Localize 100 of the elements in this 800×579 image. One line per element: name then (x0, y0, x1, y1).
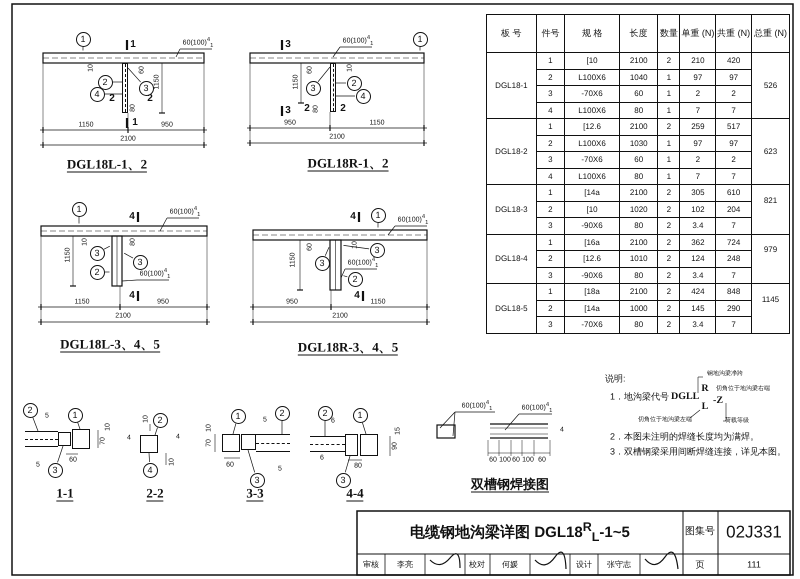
table-cell: 517 (716, 118, 752, 135)
leader-line (343, 245, 370, 250)
table-cell: 2 (536, 300, 564, 316)
table-cell: 2 (658, 267, 680, 284)
leader-line (78, 216, 80, 224)
table-cell: 1145 (752, 284, 790, 333)
code-letter: -Z (713, 396, 723, 406)
table-cell: 2 (536, 201, 564, 218)
callout-number: 1 (370, 208, 386, 222)
callout-number: 2 (274, 406, 290, 420)
table-cell: 1 (658, 102, 680, 118)
leader-line (324, 246, 330, 256)
leader-line (82, 46, 84, 51)
drawing-title: DGL18L-3、4、5 (60, 338, 160, 352)
table-cell: L100X6 (564, 168, 620, 184)
drawing-title: DGL18R-1、2 (308, 156, 388, 172)
callout-number: 1 (76, 32, 90, 46)
callout-number: 3 (48, 462, 62, 478)
callout-number: 3 (138, 80, 154, 96)
table-cell: 2 (658, 184, 680, 201)
table-header-cell: 总重 (N) (752, 14, 790, 52)
callout-number: 1 (68, 408, 82, 422)
title-block-text: 页 (696, 560, 704, 570)
section-mark-number: 4 (354, 291, 360, 301)
callout-number: 1 (412, 32, 428, 46)
leader-line (32, 417, 38, 432)
table-cell: 102 (680, 201, 716, 218)
table-header-cell: 数量 (658, 14, 680, 52)
table-header-cell: 长度 (620, 14, 658, 52)
channel-section (310, 436, 345, 452)
table-cell: 7 (680, 102, 716, 118)
table-cell: 2 (658, 300, 680, 316)
note-text: 说明: (605, 374, 626, 384)
callout-number: 3 (132, 254, 148, 270)
table-cell: DGL18-3 (486, 184, 536, 234)
table-cell: 1000 (620, 300, 658, 316)
section-mark-number: 1 (132, 118, 138, 128)
table-cell: 4 (536, 168, 564, 184)
callout-number: 3 (314, 256, 330, 270)
channel-section (256, 434, 290, 452)
table-cell: 3.4 (680, 218, 716, 234)
table-cell: 7 (680, 168, 716, 184)
drawing-title: 电缆钢地沟梁详图 DGL18$^{R}$$_{L}$-1~5 (410, 520, 630, 544)
table-cell: DGL18-1 (486, 52, 536, 118)
table-cell: DGL18-4 (486, 234, 536, 284)
table-header-cell: 规 格 (564, 14, 620, 52)
table-cell: 80 (620, 267, 658, 284)
table-cell: 1 (658, 86, 680, 102)
title-block-text: 111 (747, 560, 761, 570)
callout-number: 1 (230, 408, 246, 424)
leader-line (124, 252, 134, 258)
table-cell: 2 (680, 152, 716, 168)
table-cell: 2 (536, 135, 564, 152)
table-cell: 1 (658, 152, 680, 168)
table-cell: 1 (658, 168, 680, 184)
table-cell: 1040 (620, 69, 658, 86)
table-cell: 526 (752, 52, 790, 118)
code-letter: L (702, 402, 708, 412)
table-cell: 2 (658, 284, 680, 300)
title-block-text: 张守志 (607, 561, 631, 569)
table-cell: L100X6 (564, 135, 620, 152)
section-mark-number: 2 (109, 94, 115, 104)
leader-line (362, 422, 366, 434)
table-cell: 80 (620, 316, 658, 333)
callout-number: 3 (370, 242, 384, 258)
table-cell: 80 (620, 102, 658, 118)
table-cell: 424 (680, 284, 716, 300)
table-cell: -70X6 (564, 86, 620, 102)
leader-line (128, 68, 141, 82)
table-cell: 2 (658, 52, 680, 69)
drawing-title: 2-2 (146, 486, 164, 502)
title-block-text: 设计 (576, 561, 592, 569)
note-text: 1．地沟梁代号 (610, 392, 670, 402)
callout-number: 1 (72, 202, 86, 216)
table-cell: 97 (680, 135, 716, 152)
table-cell: 2 (658, 218, 680, 234)
plate-section (345, 434, 358, 456)
beam-section (360, 434, 378, 456)
table-cell: 3.4 (680, 267, 716, 284)
table-cell: -90X6 (564, 267, 620, 284)
plate-section (241, 434, 256, 450)
table-cell: 2 (658, 118, 680, 135)
table-cell: 3 (536, 152, 564, 168)
callout-number: 2 (90, 264, 104, 280)
table-cell: 2100 (620, 52, 658, 69)
callout-number: 3 (250, 472, 264, 488)
callout-number: 2 (22, 402, 38, 418)
section-mark-number: 3 (285, 106, 291, 116)
table-cell: 623 (752, 118, 790, 184)
callout-number: 4 (356, 88, 370, 104)
callout-number: 2 (346, 76, 362, 90)
drawing-title: 双槽钢焊接图 (471, 478, 549, 492)
leader-line (336, 82, 346, 84)
table-cell: 1010 (620, 250, 658, 267)
table-cell: [16a (564, 234, 620, 250)
table-cell: 2 (536, 250, 564, 267)
beam-section (222, 434, 240, 452)
leader-line (232, 423, 236, 434)
leader-line (344, 456, 350, 473)
table-cell: 2 (658, 250, 680, 267)
